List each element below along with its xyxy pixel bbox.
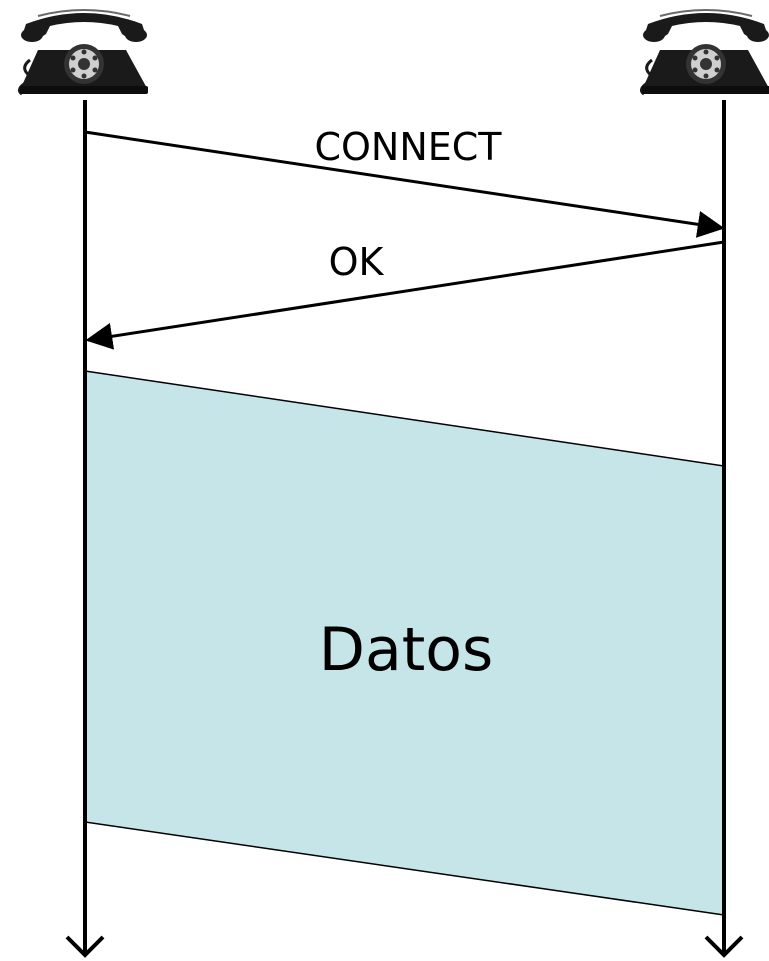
right-timeline-arrowhead bbox=[704, 935, 744, 958]
ok-arrow bbox=[85, 240, 725, 350]
data-label: Datos bbox=[319, 615, 493, 685]
left-timeline-arrowhead bbox=[65, 935, 105, 958]
connect-arrow bbox=[84, 130, 725, 238]
left-timeline bbox=[65, 100, 105, 958]
telephone-icon bbox=[17, 9, 148, 96]
connect-label: CONNECT bbox=[314, 125, 502, 169]
telephone-icon bbox=[639, 9, 769, 96]
ok-label: OK bbox=[329, 240, 385, 284]
